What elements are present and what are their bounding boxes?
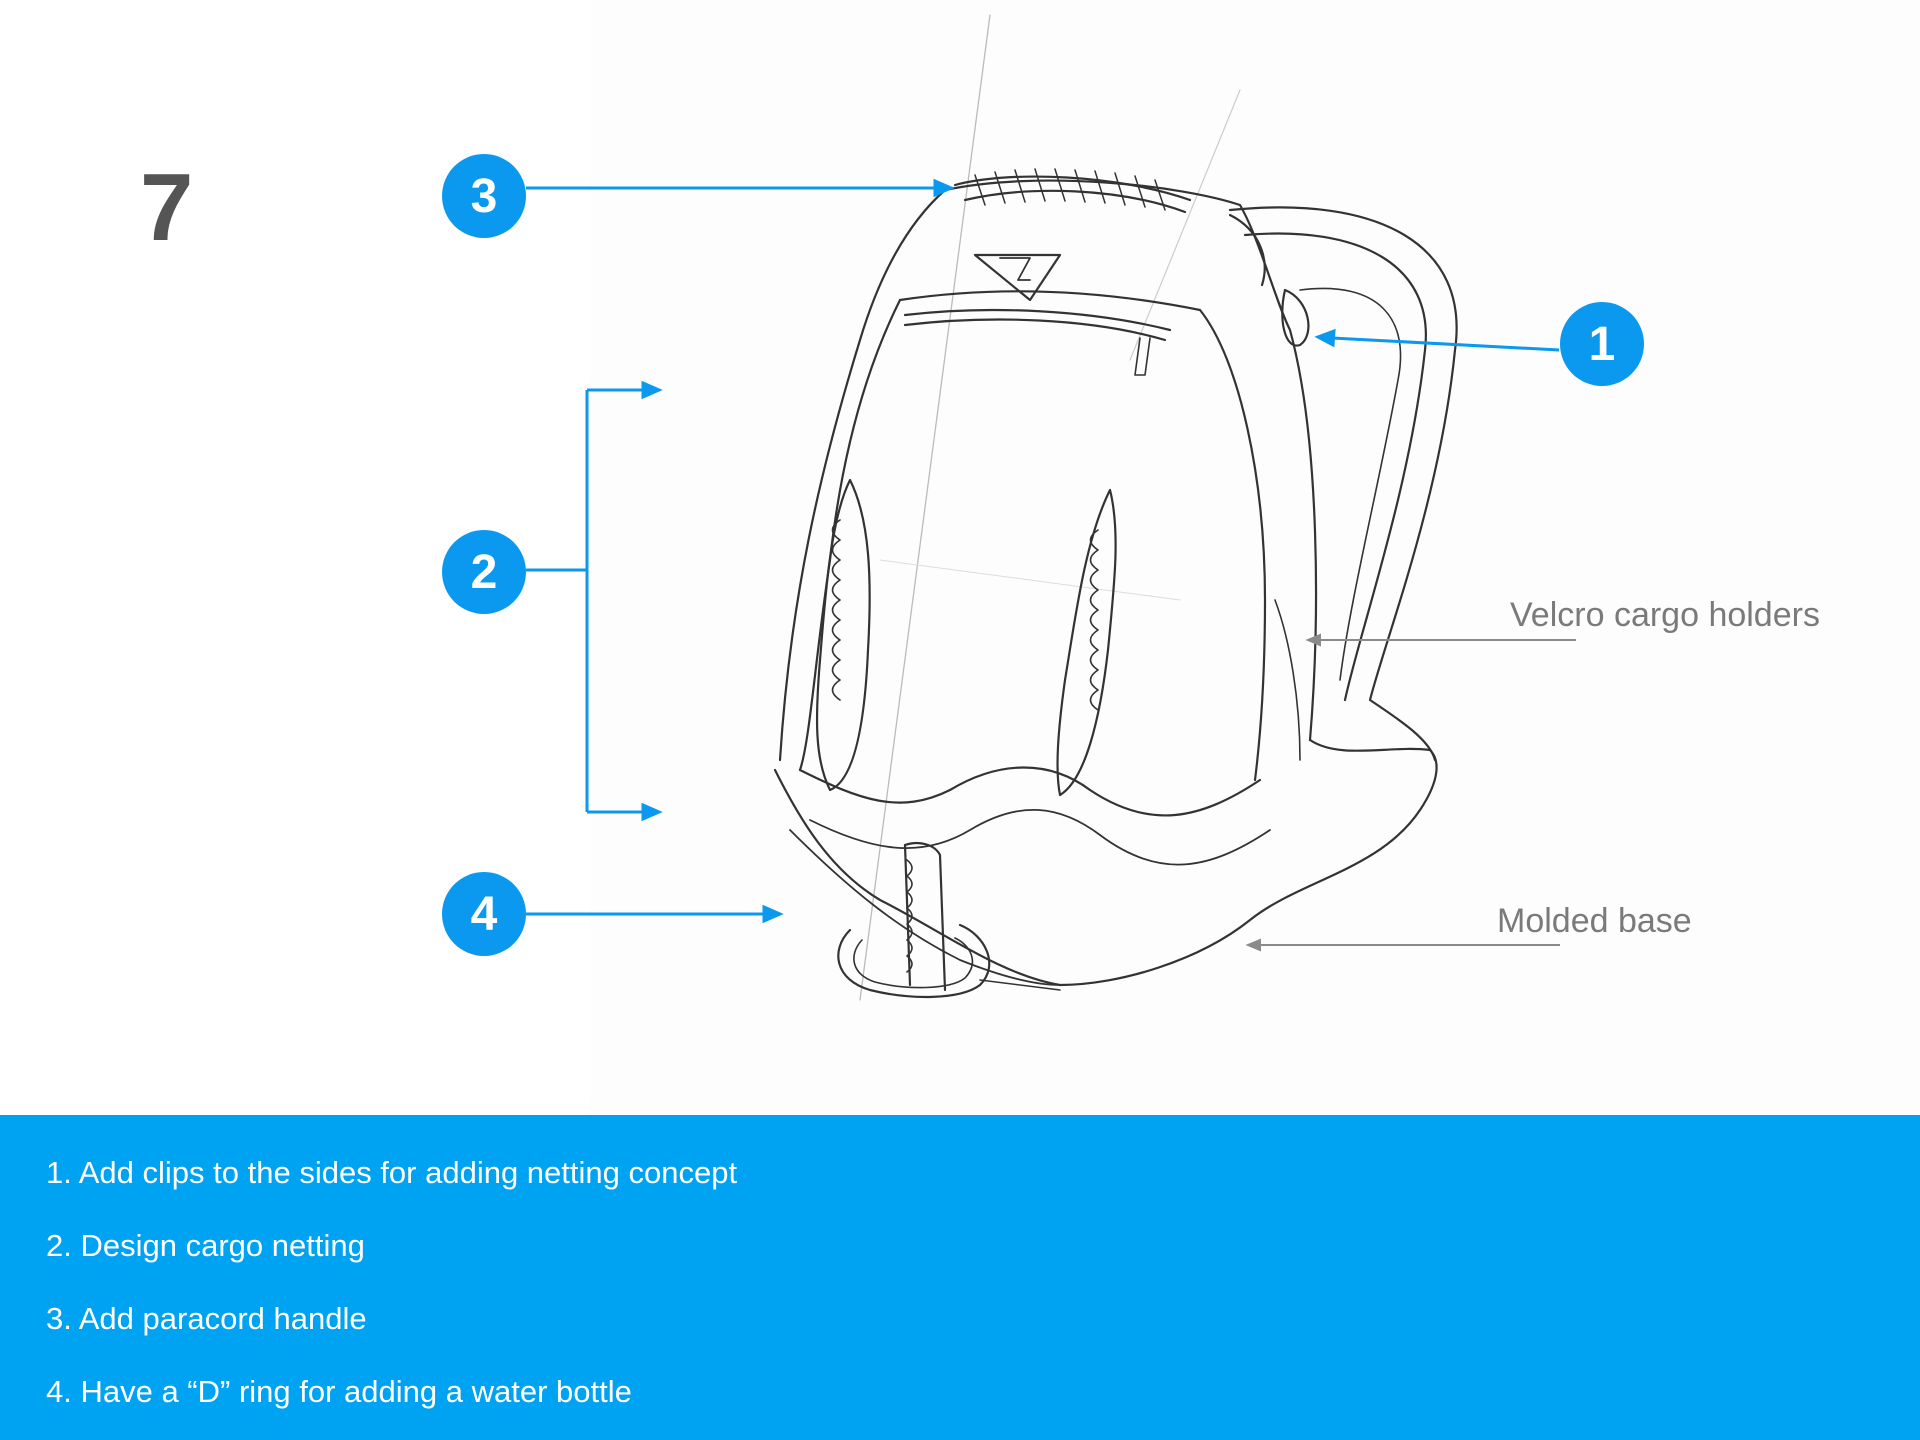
callout-velcro-cargo-holders: Velcro cargo holders <box>1510 596 1820 634</box>
sketch-paper-background <box>590 0 1920 1115</box>
page-number: 7 <box>140 154 194 261</box>
marker-1: 1 <box>1560 302 1644 386</box>
marker-2: 2 <box>442 530 526 614</box>
notes-panel: 1. Add clips to the sides for adding net… <box>0 1115 1920 1440</box>
note-item-3: 3. Add paracord handle <box>46 1301 367 1336</box>
backpack-sketch <box>526 14 1576 1001</box>
note-item-2: 2. Design cargo netting <box>46 1228 365 1263</box>
marker-3: 3 <box>442 154 526 238</box>
note-item-1: 1. Add clips to the sides for adding net… <box>46 1155 738 1190</box>
note-item-4: 4. Have a “D” ring for adding a water bo… <box>46 1374 632 1409</box>
callout-molded-base: Molded base <box>1497 902 1692 940</box>
marker-4: 4 <box>442 872 526 956</box>
